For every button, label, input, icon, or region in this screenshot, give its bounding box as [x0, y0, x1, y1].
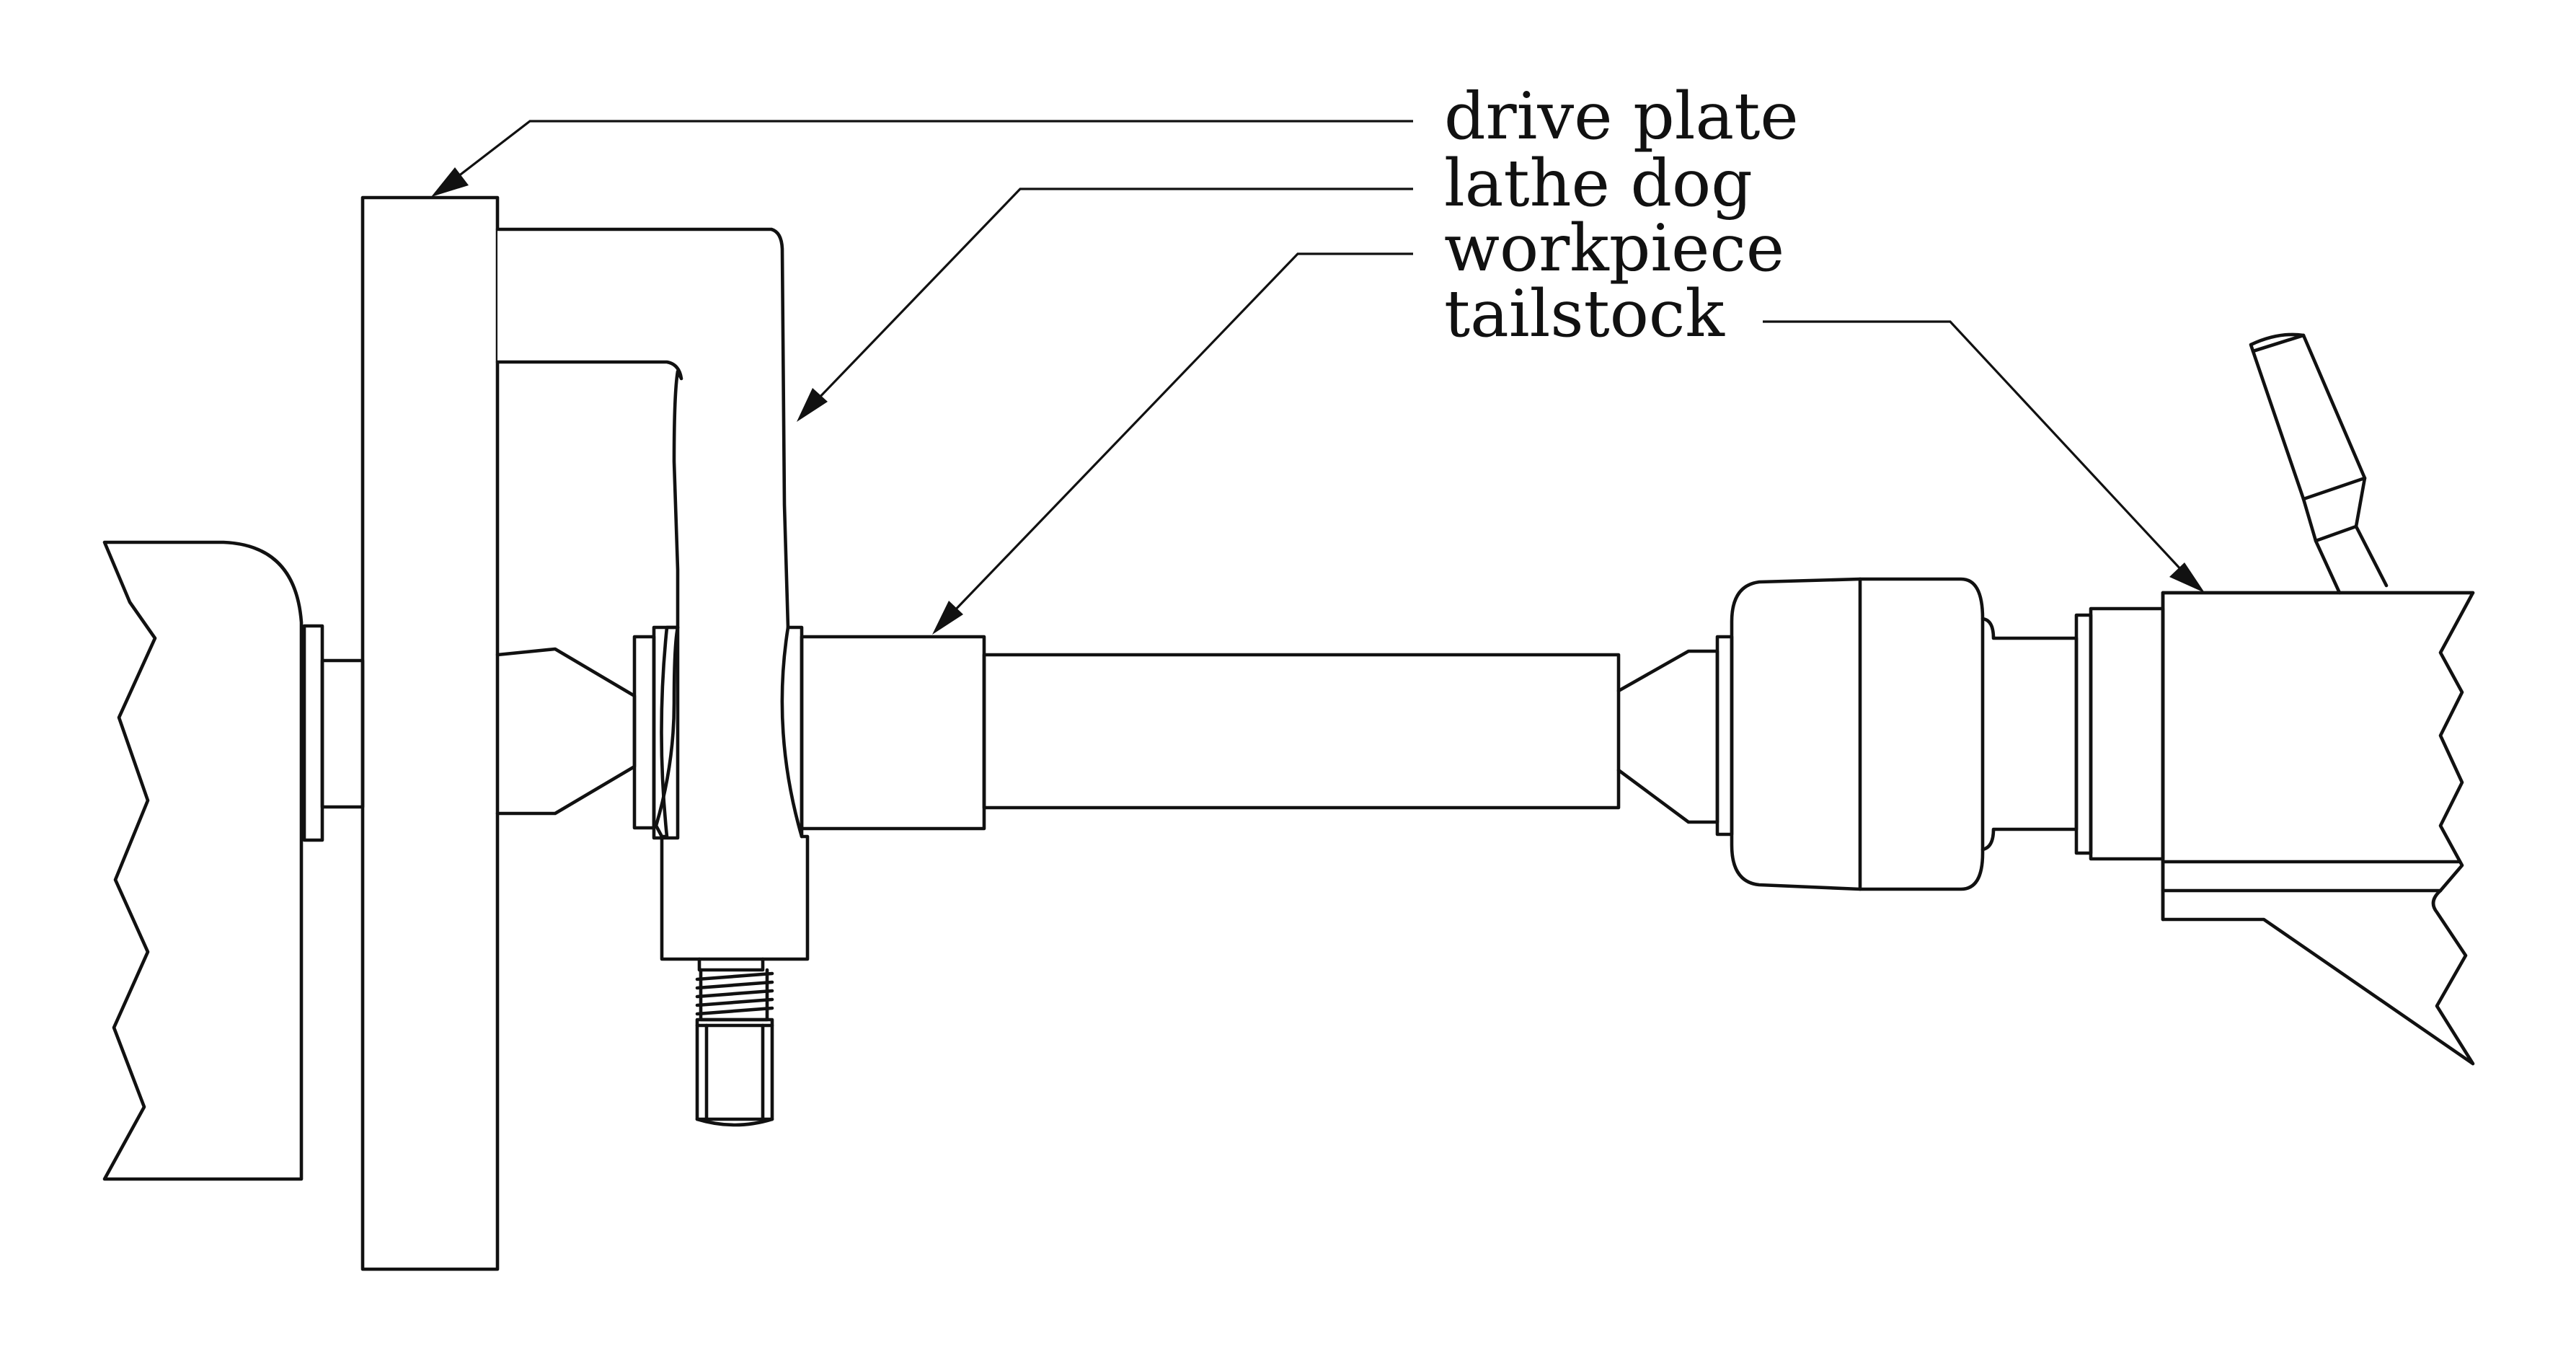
drive-plate: [360, 195, 500, 1271]
tailstock-center: [1616, 577, 2165, 891]
label-drive-plate: drive plate: [1444, 79, 1799, 154]
arrowhead-tailstock: [2169, 562, 2205, 593]
label-tailstock: tailstock: [1444, 276, 1725, 352]
arrowhead-drive-plate: [431, 167, 469, 197]
leader-workpiece: [949, 252, 1413, 617]
leader-tailstock: [1763, 320, 2185, 573]
tailstock-body: [2161, 591, 2475, 1066]
leader-drive-plate: [451, 120, 1413, 182]
label-lathe-dog: lathe dog: [1444, 146, 1753, 221]
lathe-dog: [495, 227, 810, 961]
headstock-center: [495, 647, 637, 816]
arrowhead-lathe-dog: [797, 388, 828, 422]
leader-lathe-dog: [813, 187, 1413, 404]
workpiece: [800, 635, 1621, 831]
arrowhead-workpiece: [932, 601, 963, 635]
label-workpiece: workpiece: [1444, 211, 1784, 286]
leader-lines: [431, 120, 2205, 635]
labels: drive plate lathe dog workpiece tailstoc…: [1444, 79, 1799, 352]
tailstock-lever: [2249, 332, 2389, 595]
headstock: [102, 540, 304, 1181]
spindle-nose: [302, 624, 365, 842]
set-screw: [695, 957, 774, 1127]
